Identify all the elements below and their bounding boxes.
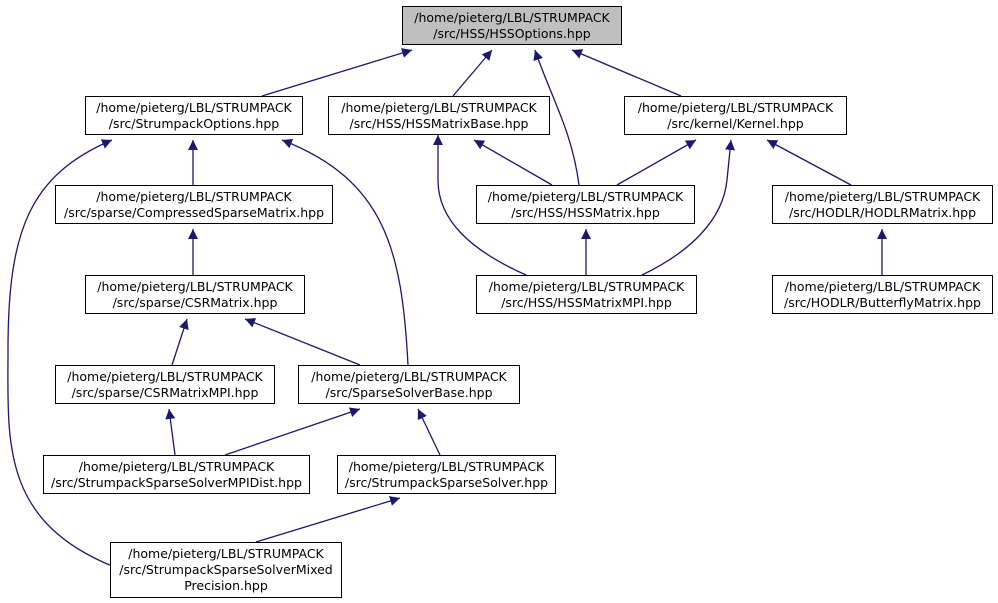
node-hssoptions: /home/pieterg/LBL/STRUMPACK/src/HSS/HSSO… <box>402 6 622 45</box>
node-label-line: /home/pieterg/LBL/STRUMPACK <box>488 278 685 294</box>
node-label-line: /src/HSS/HSSMatrixMPI.hpp <box>501 294 672 310</box>
node-label-line: /src/HODLR/ButterflyMatrix.hpp <box>784 294 981 310</box>
node-hodlrmatrix[interactable]: /home/pieterg/LBL/STRUMPACK/src/HODLR/HO… <box>772 185 993 224</box>
node-label-line: /src/HSS/HSSMatrix.hpp <box>511 204 660 220</box>
node-label-line: /home/pieterg/LBL/STRUMPACK <box>96 188 292 204</box>
node-label-line: Precision.hpp <box>184 578 268 593</box>
edge-strumpackoptions-to-hssoptions <box>261 48 413 97</box>
node-label-line: /src/HSS/HSSMatrixBase.hpp <box>349 115 529 131</box>
node-label-line: /src/SparseSolverBase.hpp <box>325 384 493 400</box>
node-label-line: /home/pieterg/LBL/STRUMPACK <box>97 278 293 294</box>
node-kernel[interactable]: /home/pieterg/LBL/STRUMPACK/src/kernel/K… <box>624 96 847 135</box>
node-compressedsparsematrix[interactable]: /home/pieterg/LBL/STRUMPACK/src/sparse/C… <box>55 185 333 224</box>
node-label-line: /src/sparse/CompressedSparseMatrix.hpp <box>63 204 325 220</box>
edge-sparsesolvermpidist-to-sparsesolverbase <box>224 407 361 456</box>
node-label-line: /src/StrumpackSparseSolver.hpp <box>344 474 549 490</box>
edge-sparsesolver-to-sparsesolverbase <box>417 408 441 456</box>
edge-hodlrmatrix-to-kernel <box>766 139 852 186</box>
edge-sparsesolvermixed-to-strumpackoptions <box>7 139 113 567</box>
edges-layer <box>7 48 887 567</box>
node-label-line: /home/pieterg/LBL/STRUMPACK <box>96 99 292 115</box>
edge-hssmatrix-to-hssoptions <box>533 49 580 186</box>
node-label-line: /home/pieterg/LBL/STRUMPACK <box>67 368 263 384</box>
edge-sparsesolvermpidist-to-csrmatrixmpi <box>165 408 176 456</box>
edge-csrmatrixmpi-to-csrmatrix <box>171 318 189 366</box>
node-label-line: /home/pieterg/LBL/STRUMPACK <box>341 99 537 115</box>
node-label-line: /src/StrumpackSparseSolverMixed <box>119 562 333 577</box>
node-label-line: /home/pieterg/LBL/STRUMPACK <box>414 9 610 25</box>
node-label-line: /home/pieterg/LBL/STRUMPACK <box>128 546 324 561</box>
edge-hssmatrixmpi-to-kernel <box>641 139 735 276</box>
node-sparsesolver[interactable]: /home/pieterg/LBL/STRUMPACK/src/Strumpac… <box>337 455 556 494</box>
node-label-line: /src/StrumpackOptions.hpp <box>108 115 280 131</box>
node-label-line: /src/kernel/Kernel.hpp <box>667 115 804 131</box>
node-butterflymatrix[interactable]: /home/pieterg/LBL/STRUMPACK/src/HODLR/Bu… <box>772 275 993 314</box>
node-label-line: /home/pieterg/LBL/STRUMPACK <box>784 188 981 204</box>
node-sparsesolvermpidist[interactable]: /home/pieterg/LBL/STRUMPACK/src/Strumpac… <box>43 455 310 494</box>
node-label-line: /home/pieterg/LBL/STRUMPACK <box>637 99 834 115</box>
node-label-line: /home/pieterg/LBL/STRUMPACK <box>348 458 545 474</box>
node-label-line: /src/StrumpackSparseSolverMPIDist.hpp <box>51 474 302 490</box>
node-label-line: /src/HODLR/HODLRMatrix.hpp <box>788 204 977 220</box>
edge-sparsesolverbase-to-strumpackoptions <box>281 138 409 366</box>
edge-kernel-to-hssoptions <box>571 49 682 97</box>
node-sparsesolvermixed[interactable]: /home/pieterg/LBL/STRUMPACK/src/Strumpac… <box>110 542 342 598</box>
edge-hssmatrix-to-hssmatrixbase <box>473 139 553 186</box>
node-label-line: /src/sparse/CSRMatrix.hpp <box>112 294 278 310</box>
node-label-line: /home/pieterg/LBL/STRUMPACK <box>487 188 684 204</box>
node-label-line: /src/HSS/HSSOptions.hpp <box>433 25 591 41</box>
node-hssmatrixbase[interactable]: /home/pieterg/LBL/STRUMPACK/src/HSS/HSSM… <box>328 96 550 135</box>
node-strumpackoptions[interactable]: /home/pieterg/LBL/STRUMPACK/src/Strumpac… <box>85 96 303 135</box>
node-sparsesolverbase[interactable]: /home/pieterg/LBL/STRUMPACK/src/SparseSo… <box>298 365 520 404</box>
node-hssmatrixmpi[interactable]: /home/pieterg/LBL/STRUMPACK/src/HSS/HSSM… <box>476 275 697 314</box>
node-hssmatrix[interactable]: /home/pieterg/LBL/STRUMPACK/src/HSS/HSSM… <box>476 185 695 224</box>
node-label-line: /src/sparse/CSRMatrixMPI.hpp <box>71 384 259 400</box>
node-label-line: /home/pieterg/LBL/STRUMPACK <box>784 278 981 294</box>
edge-hssmatrixbase-to-hssoptions <box>452 49 493 97</box>
node-csrmatrix[interactable]: /home/pieterg/LBL/STRUMPACK/src/sparse/C… <box>85 275 305 314</box>
edge-hssmatrix-to-kernel <box>616 139 697 186</box>
edge-sparsesolvermixed-to-sparsesolver <box>255 496 401 543</box>
node-label-line: /home/pieterg/LBL/STRUMPACK <box>311 368 507 384</box>
edge-hssmatrixmpi-to-hssmatrixbase <box>433 135 527 276</box>
edge-sparsesolverbase-to-csrmatrix <box>244 318 361 366</box>
node-csrmatrixmpi[interactable]: /home/pieterg/LBL/STRUMPACK/src/sparse/C… <box>55 365 275 404</box>
node-label-line: /home/pieterg/LBL/STRUMPACK <box>78 458 275 474</box>
